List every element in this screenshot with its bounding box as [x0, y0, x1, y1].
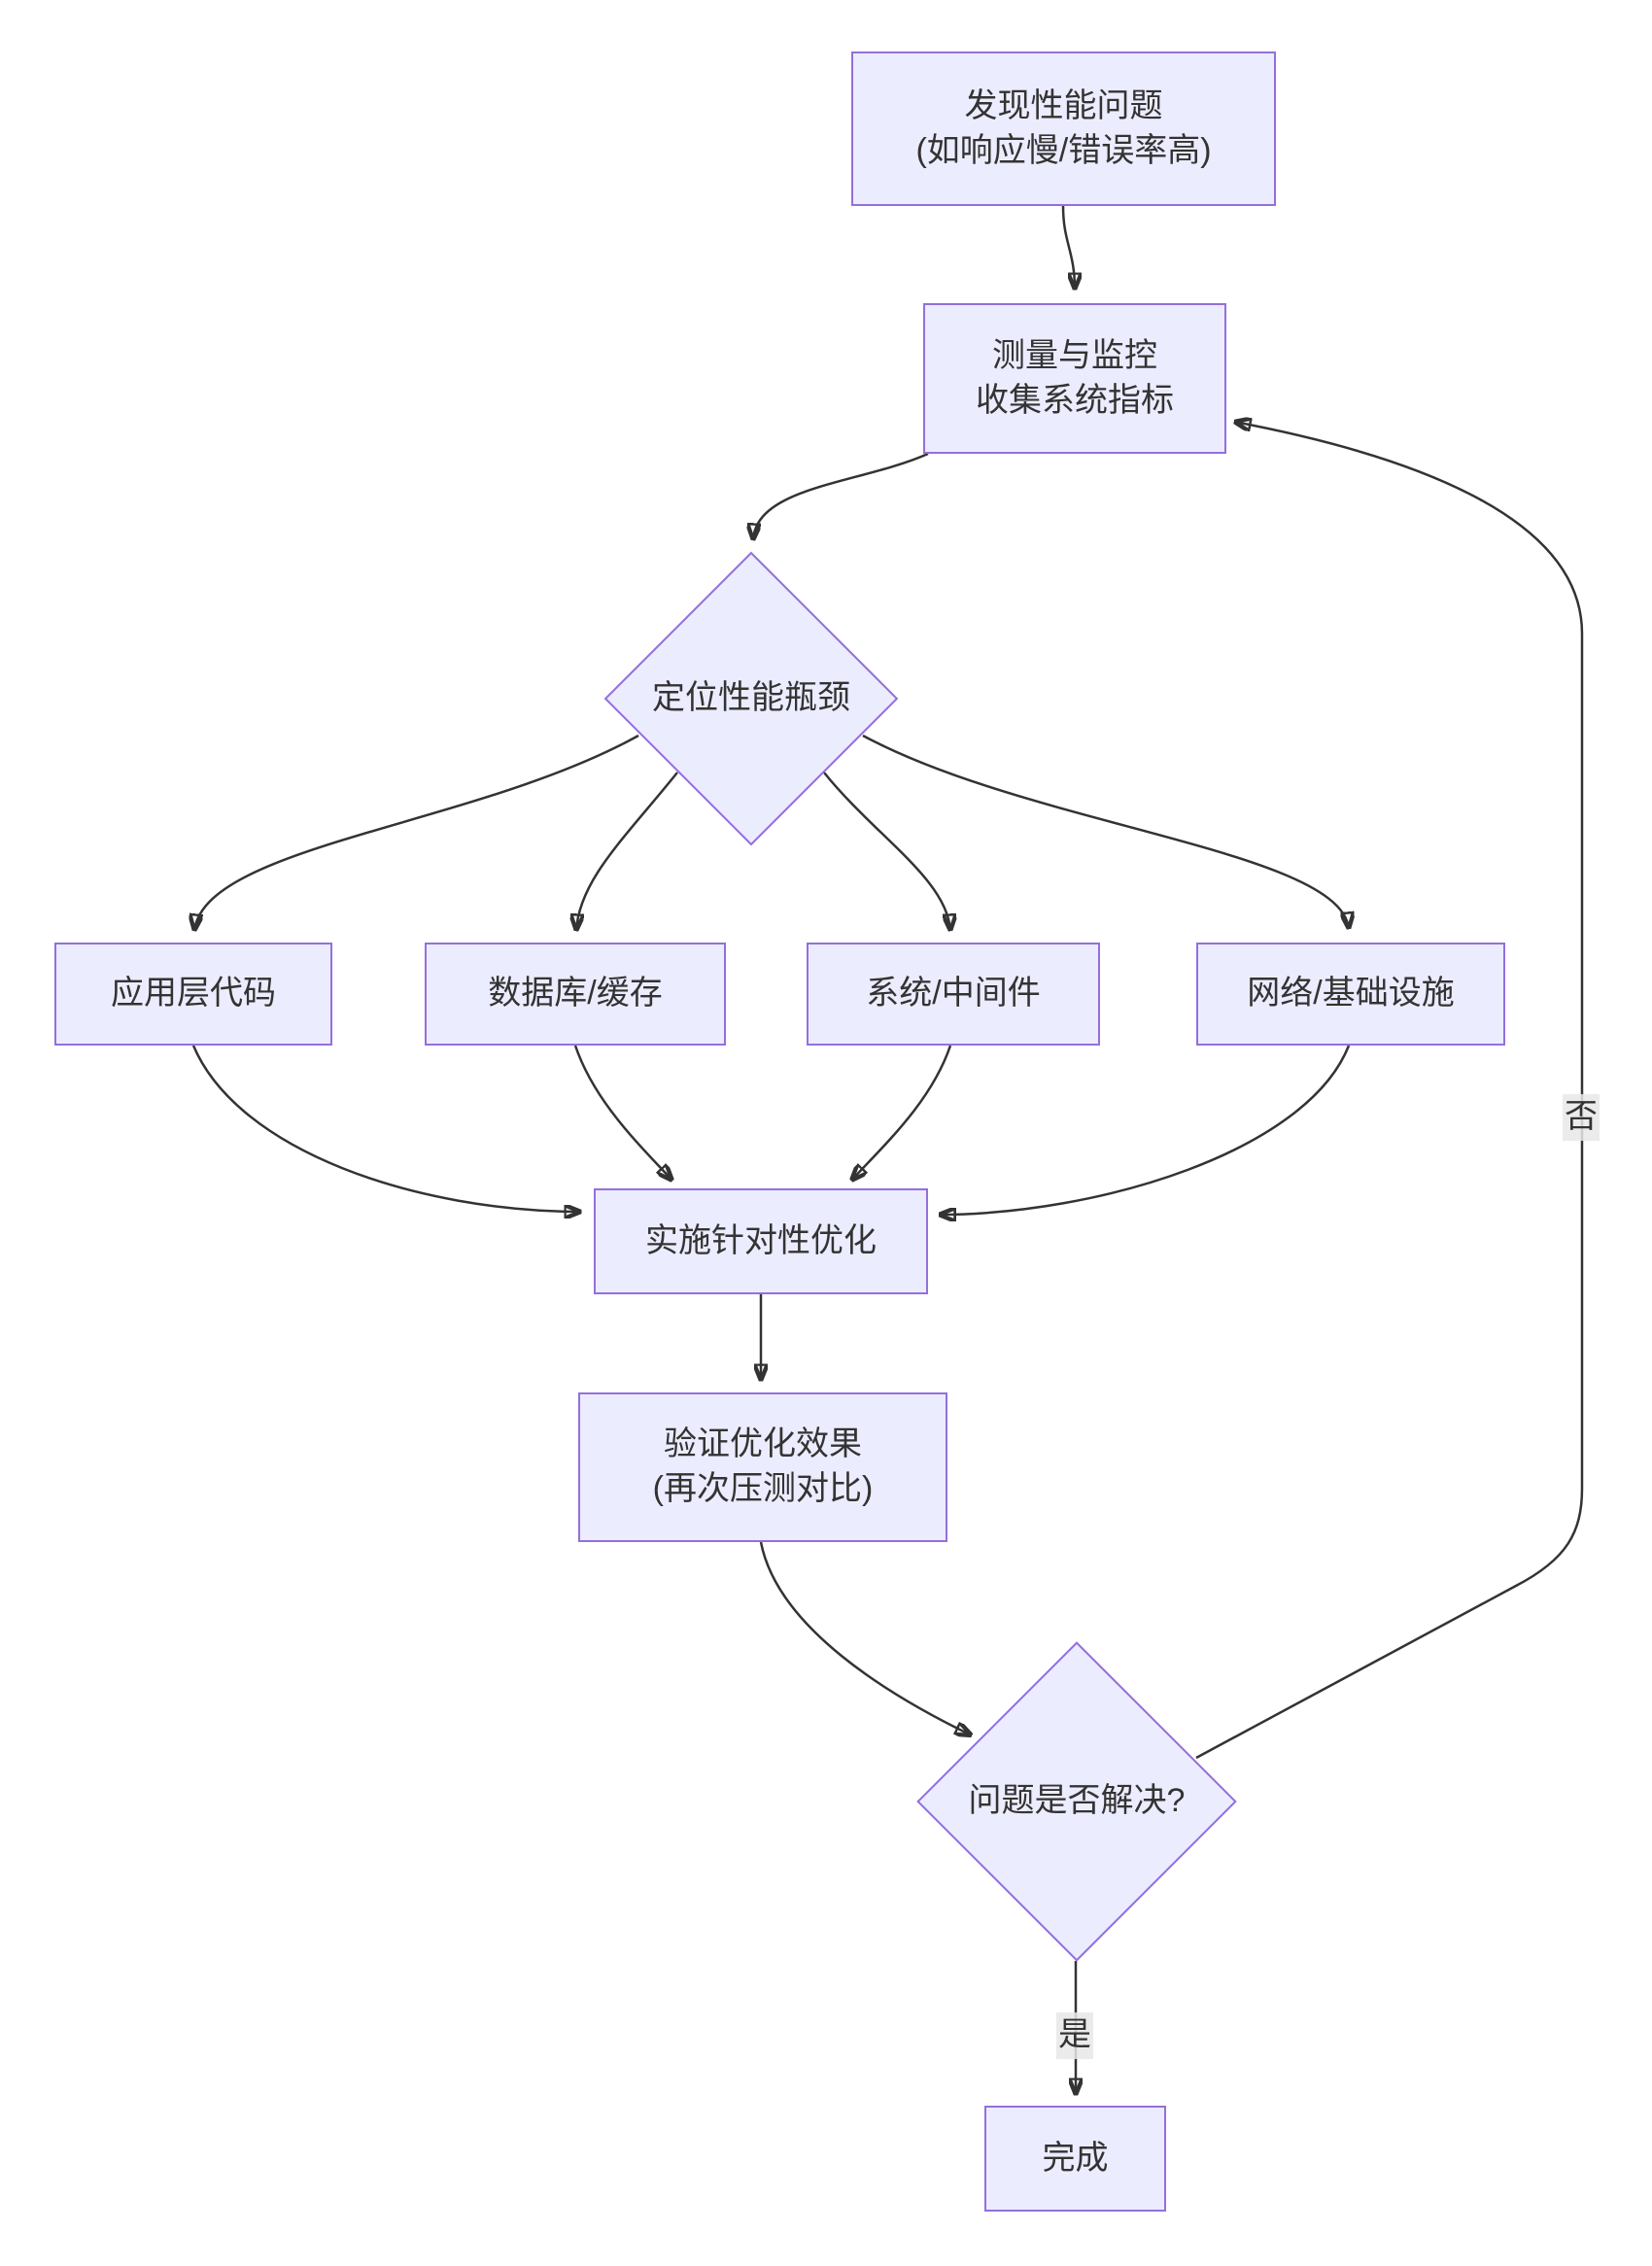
edge-net-to-optimize: [939, 1045, 1351, 1215]
edge-locate-to-net: [862, 734, 1349, 929]
edge-measure-to-locate: [753, 452, 929, 540]
node-database-cache: 数据库/缓存: [425, 943, 726, 1046]
decision-locate-bottleneck: 定位性能瓶颈: [602, 551, 900, 845]
node-start-problem: 发现性能问题 (如响应慢/错误率高): [851, 52, 1276, 206]
node-verify-optimization: 验证优化效果 (再次压测对比): [578, 1392, 947, 1542]
edge-label-no: 否: [1563, 1094, 1600, 1141]
node-verify-optimization-label: 验证优化效果 (再次压测对比): [652, 1425, 874, 1507]
edge-locate-to-sys: [823, 772, 950, 931]
node-network-infrastructure: 网络/基础设施: [1196, 943, 1505, 1046]
decision-locate-bottleneck-label: 定位性能瓶颈: [652, 678, 850, 716]
decision-problem-solved-label: 问题是否解决?: [968, 1782, 1186, 1820]
edge-app-to-optimize: [191, 1045, 581, 1212]
edge-locate-to-app: [194, 734, 639, 931]
node-done-label: 完成: [1042, 2139, 1109, 2177]
node-database-cache-label: 数据库/缓存: [488, 975, 663, 1013]
edge-solved-no-to-measure: [1195, 422, 1584, 1760]
node-app-layer-code: 应用层代码: [54, 943, 332, 1046]
edge-label-yes: 是: [1056, 2012, 1093, 2059]
edge-db-to-optimize: [573, 1045, 672, 1181]
node-measure-monitor: 测量与监控 收集系统指标: [923, 303, 1226, 454]
node-implement-optimization: 实施针对性优化: [594, 1188, 928, 1294]
node-system-middleware: 系统/中间件: [807, 943, 1100, 1046]
node-network-infrastructure-label: 网络/基础设施: [1247, 975, 1455, 1013]
decision-problem-solved: 问题是否解决?: [915, 1641, 1238, 1962]
edge-start-to-measure: [1061, 205, 1075, 290]
node-start-problem-label: 发现性能问题 (如响应慢/错误率高): [915, 86, 1212, 169]
edge-verify-to-solved: [759, 1541, 972, 1735]
node-app-layer-code-label: 应用层代码: [111, 975, 276, 1013]
edge-sys-to-optimize: [851, 1045, 952, 1181]
edge-locate-to-db: [576, 772, 678, 931]
node-done: 完成: [984, 2106, 1166, 2212]
node-system-middleware-label: 系统/中间件: [866, 975, 1041, 1013]
node-implement-optimization-label: 实施针对性优化: [645, 1221, 877, 1259]
node-measure-monitor-label: 测量与监控 收集系统指标: [976, 336, 1174, 419]
